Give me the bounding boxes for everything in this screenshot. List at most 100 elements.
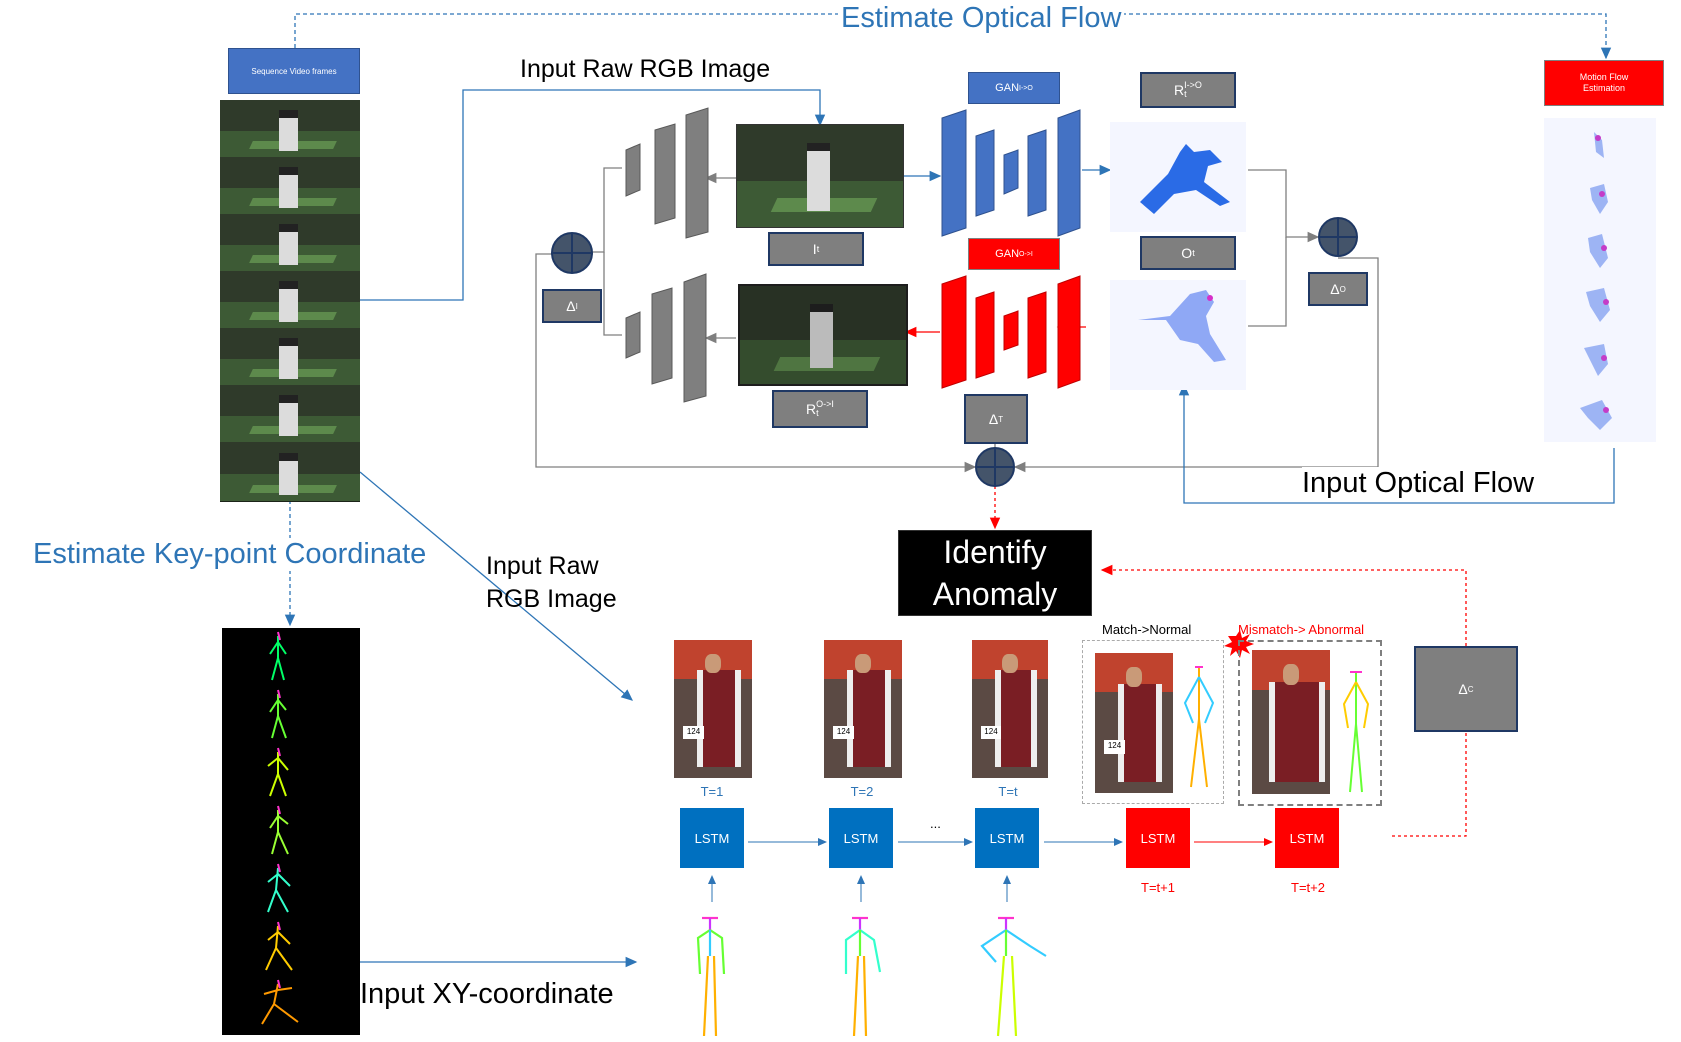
step-label-2: T=2 xyxy=(850,784,874,799)
sum-circle-i xyxy=(551,232,593,274)
motion-flow-line2: Estimation xyxy=(1582,83,1626,93)
video-frame xyxy=(220,271,360,329)
match-normal-panel: 124 xyxy=(1082,640,1224,804)
delta-t-sub: T xyxy=(998,414,1004,424)
step-label-1: T=1 xyxy=(700,784,724,799)
it-main: I xyxy=(812,241,817,257)
mismatch-abnormal-label: Mismatch-> Abnormal xyxy=(1238,622,1365,637)
ellipsis-label: ... xyxy=(930,816,941,831)
input-raw-rgb-top-label: Input Raw RGB Image xyxy=(520,55,771,83)
photo-frame-2: 124 xyxy=(824,640,902,778)
skeleton-figure xyxy=(261,979,299,1025)
sum-circle-o xyxy=(1318,217,1358,257)
reconstructed-image-rt xyxy=(738,284,908,386)
skeleton-figure xyxy=(269,689,287,739)
lstm-cell-2: LSTM xyxy=(829,808,893,868)
photo-tag: 124 xyxy=(683,725,704,740)
rt-io-main: R xyxy=(1174,82,1185,98)
rt-io-sup: I->O xyxy=(1184,80,1202,90)
rt-oi-main: R xyxy=(806,401,817,417)
motion-flow-strip xyxy=(1544,118,1656,442)
delta-o-main: Δ xyxy=(1330,281,1340,297)
step-label-4: T=t+1 xyxy=(1141,880,1175,895)
lstm-cell-3: LSTM xyxy=(975,808,1039,868)
optical-flow-title: Estimate Optical Flow xyxy=(838,2,1125,35)
ot-main: O xyxy=(1181,245,1193,261)
sequence-frames-box: Sequence Video frames xyxy=(228,48,360,94)
raw-rgb-top-connector xyxy=(360,89,826,301)
lstm-cell-4: LSTM xyxy=(1126,808,1190,868)
video-frame xyxy=(220,100,360,158)
input-raw-rgb-mid-label-1: Input Raw xyxy=(486,552,599,580)
video-frame xyxy=(220,157,360,215)
gan-io-main: GAN xyxy=(995,82,1020,94)
rt-io-sub: t xyxy=(1184,89,1187,99)
abnormal-skeleton xyxy=(1342,671,1370,793)
raw-rgb-diagonal-connector xyxy=(359,471,633,701)
skeleton-input-2 xyxy=(844,916,882,1037)
video-frame xyxy=(220,442,360,502)
photo-frame-5 xyxy=(1252,650,1330,794)
photo-frame-3: 124 xyxy=(972,640,1048,778)
input-image-it xyxy=(736,124,904,228)
flow-figure xyxy=(1590,184,1608,214)
delta-i-sub: I xyxy=(575,301,578,311)
identify-line-2: Anomaly xyxy=(932,576,1058,612)
lstm-cell-1: LSTM xyxy=(680,808,744,868)
skeleton-input-3 xyxy=(980,916,1047,1037)
input-optical-flow-label: Input Optical Flow xyxy=(1302,467,1535,500)
flow-figure xyxy=(1584,344,1608,376)
identify-line-1: Identify xyxy=(943,534,1047,570)
encoder-top-to-delta-i xyxy=(592,167,622,253)
delta-o-sub: O xyxy=(1339,284,1346,294)
skeleton-figure xyxy=(269,805,289,855)
gan-oi-sub: O->I xyxy=(1019,250,1033,258)
rt-oi-sub: t xyxy=(816,408,819,418)
step-label-3: T=t xyxy=(998,784,1018,799)
video-frame-strip xyxy=(220,100,360,502)
gan-bottom-network xyxy=(941,275,1081,389)
video-frame xyxy=(220,385,360,443)
match-normal-label: Match->Normal xyxy=(1102,622,1192,637)
skeleton-input-1 xyxy=(696,916,726,1037)
video-frame xyxy=(220,214,360,272)
photo-tag: 124 xyxy=(1104,739,1125,754)
photo-tag: 124 xyxy=(833,725,854,740)
ot-to-delta-o-connector xyxy=(1248,237,1287,327)
it-sub: t xyxy=(816,244,820,254)
gan-io-sub: I->O xyxy=(1019,84,1033,92)
encoder-bottom-to-delta-i xyxy=(603,252,622,336)
skeleton-figure xyxy=(267,863,291,913)
keypoint-skeletons xyxy=(261,631,299,1025)
rt-oi-sup: O->I xyxy=(816,399,834,409)
bottom-skeletons xyxy=(696,916,1047,1037)
normal-skeleton xyxy=(1183,666,1215,788)
gan-oi-main: GAN xyxy=(995,247,1020,260)
photo-frame-4: 124 xyxy=(1095,653,1173,793)
step-label-5: T=t+2 xyxy=(1291,880,1325,895)
motion-flow-figures xyxy=(1580,132,1612,430)
flow-figure xyxy=(1586,288,1610,322)
delta-i-to-sum-connector xyxy=(535,253,977,473)
input-raw-rgb-mid-label-2: RGB Image xyxy=(486,585,617,613)
identify-anomaly-box: Identify Anomaly xyxy=(898,530,1092,616)
delta-o-to-sum-connector xyxy=(1013,257,1379,473)
delta-c-main: Δ xyxy=(1458,681,1468,697)
delta-t-main: Δ xyxy=(988,411,999,427)
encoder-bottom xyxy=(625,273,707,403)
sum-circle-total xyxy=(975,447,1015,487)
skeleton-figure xyxy=(267,747,289,797)
skeleton-figure xyxy=(265,921,293,971)
gan-top-network xyxy=(941,109,1081,237)
